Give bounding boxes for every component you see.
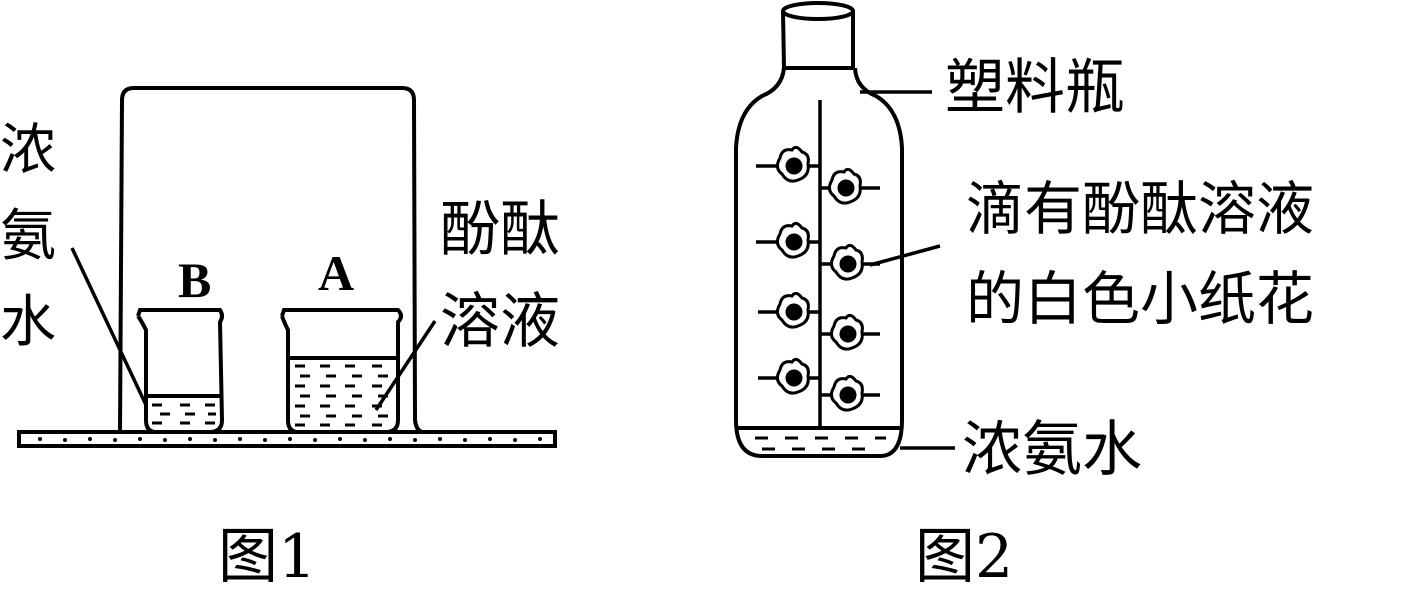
- flower-icon: [829, 243, 864, 281]
- base-plate-hatching: [38, 437, 542, 442]
- figure2-drawing: [734, 1, 955, 458]
- flower-icon: [775, 145, 810, 183]
- bottle-cap-top: [781, 1, 855, 21]
- label-char: 水: [0, 290, 56, 355]
- label-phenolphthalein-line1: 酚酞: [440, 195, 560, 265]
- leader-phenolphthalein: [374, 320, 437, 411]
- base-plate: [17, 430, 557, 448]
- label-plastic-bottle: 塑料瓶: [945, 53, 1125, 123]
- label-concentrated-ammonia-2: 浓氨水: [962, 415, 1142, 485]
- beaker-b: [136, 308, 225, 434]
- flower-icon: [829, 374, 864, 412]
- label-flower-line1: 滴有酚酞溶液: [966, 175, 1315, 243]
- liquid-a: [295, 364, 388, 427]
- branches: [756, 164, 880, 397]
- ammonia-liquid: [755, 436, 886, 451]
- label-char: 浓: [0, 118, 56, 183]
- caption-figure1: 图1: [218, 522, 317, 592]
- caption-figure2: 图2: [915, 522, 1014, 592]
- leader-ammonia: [70, 247, 148, 406]
- flower-icon: [827, 167, 862, 205]
- large-beaker-cover: [118, 86, 423, 434]
- figure1-drawing: [17, 86, 557, 448]
- beaker-a: [280, 308, 403, 434]
- flower-icon: [829, 313, 864, 351]
- plastic-bottle: [734, 67, 904, 458]
- paper-flowers: [775, 145, 864, 412]
- flower-icon: [775, 357, 810, 395]
- label-concentrated-ammonia: 浓 氨 水: [0, 118, 58, 356]
- leader-flower: [869, 244, 941, 267]
- flower-icon: [775, 221, 810, 259]
- label-phenolphthalein-line2: 溶液: [440, 287, 560, 357]
- liquid-b: [152, 403, 216, 425]
- label-char: 氨: [0, 204, 56, 269]
- beaker-b-label: B: [178, 252, 212, 308]
- flower-icon: [775, 291, 810, 329]
- beaker-a-label: A: [318, 245, 355, 301]
- label-flower-line2: 的白色小纸花: [966, 265, 1315, 333]
